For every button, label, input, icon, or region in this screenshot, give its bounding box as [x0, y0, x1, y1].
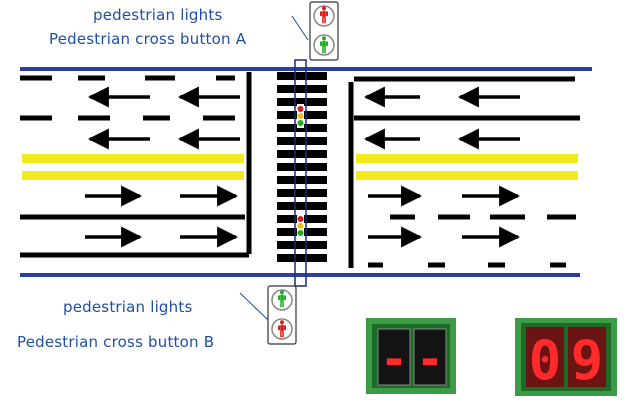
crossing-signal-bottom — [297, 214, 304, 238]
countdown-display-right: 0 9 — [515, 318, 617, 396]
lane-markings-east — [354, 76, 580, 268]
display-right-digit-2: 9 — [571, 329, 604, 392]
leader-line-a — [291, 15, 309, 41]
pedestrian-light-a — [309, 1, 339, 61]
display-left-digit-2: - — [416, 332, 444, 386]
lane-markings-west — [20, 75, 249, 258]
crossing-pole-outline — [294, 59, 307, 287]
arrows-eastbound — [85, 185, 521, 248]
display-left-digit-1: - — [380, 332, 408, 386]
countdown-display-left: - - — [366, 318, 456, 394]
pedestrian-light-b — [267, 285, 297, 345]
crossing-signal-top — [297, 104, 304, 128]
leader-line-b — [239, 292, 269, 321]
label-cross-button-b: Pedestrian cross button B — [17, 333, 215, 351]
label-pedestrian-lights-a: pedestrian lights — [93, 6, 223, 24]
label-pedestrian-lights-b: pedestrian lights — [63, 298, 193, 316]
display-right-digit-1: 0 — [529, 329, 562, 392]
arrows-westbound — [87, 86, 520, 150]
label-cross-button-a: Pedestrian cross button A — [49, 30, 247, 48]
